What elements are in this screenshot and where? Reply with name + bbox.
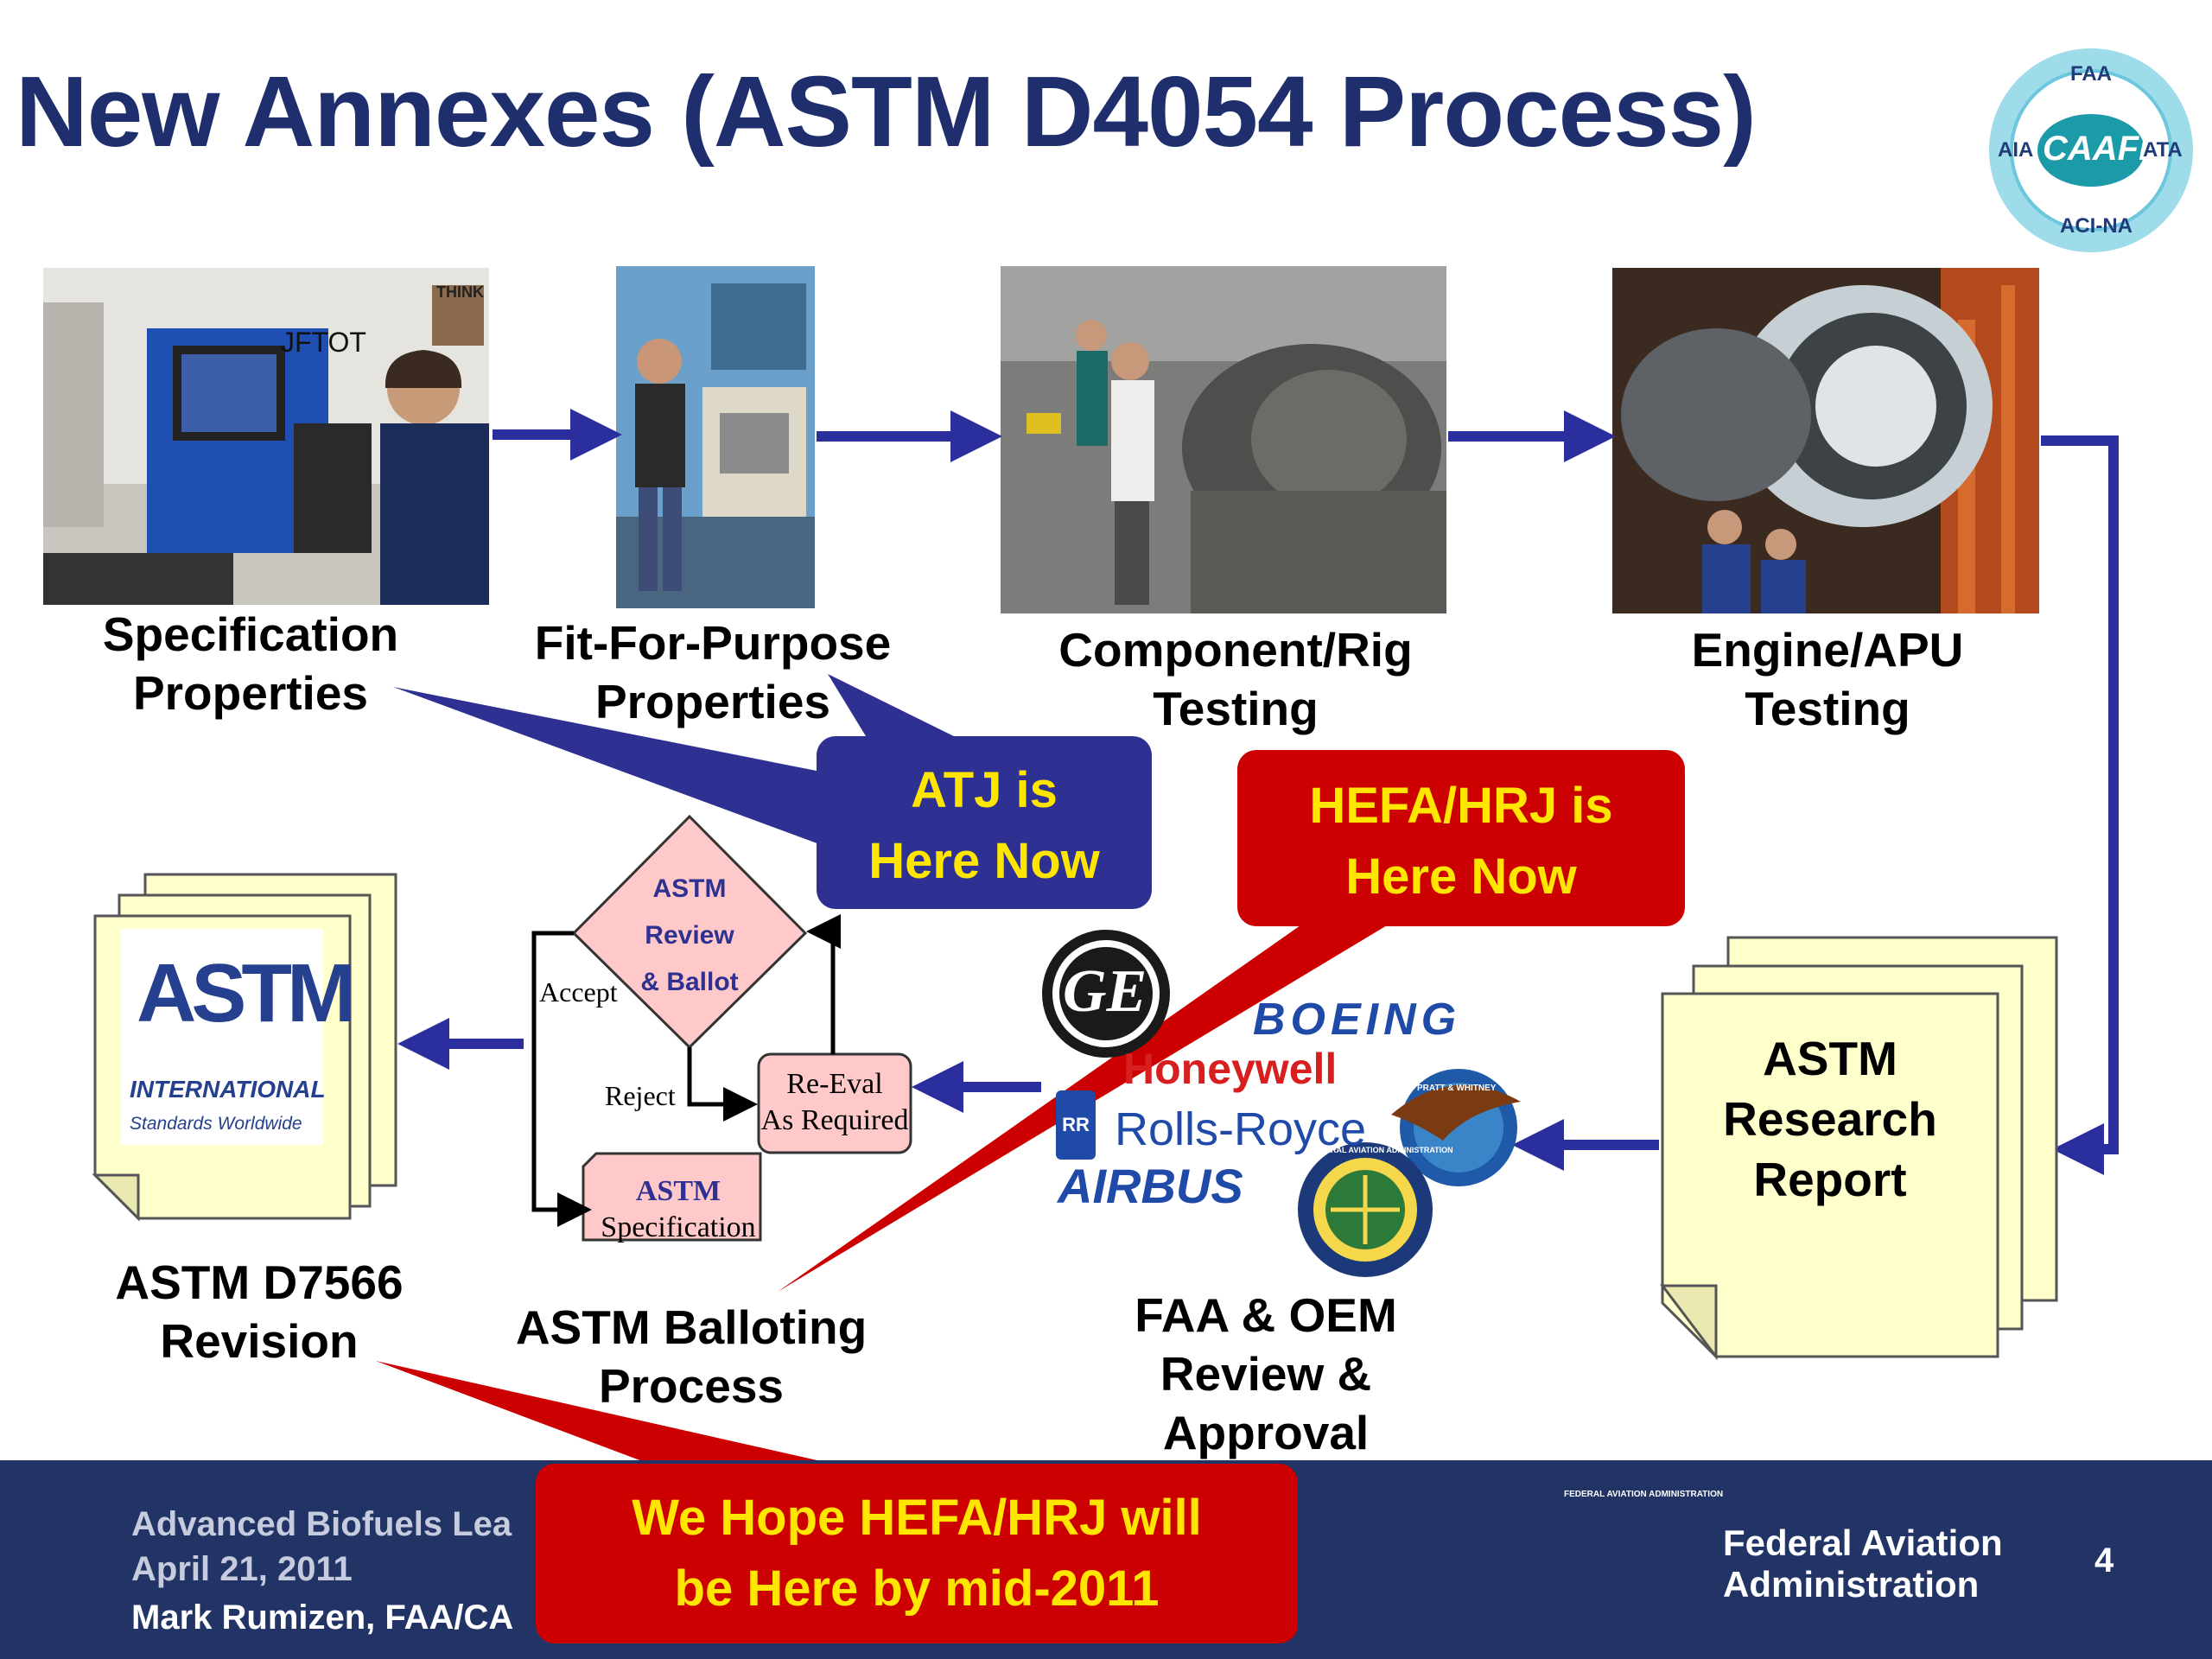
fit-for-purpose-photo xyxy=(616,266,815,608)
astm-international-logo: ASTM INTERNATIONAL Standards Worldwide xyxy=(121,929,356,1145)
caafi-right: ATA xyxy=(2143,138,2183,162)
label-component-rig: Component/Rig Testing xyxy=(1058,623,1413,735)
diamond-text: ASTM Review & Ballot xyxy=(640,874,739,996)
footer-line2: April 21, 2011 xyxy=(131,1550,353,1588)
label-engine-apu: Engine/APU Testing xyxy=(1691,623,1964,735)
footer-agency: Federal Aviation Administration xyxy=(1723,1522,2003,1605)
jftot-photo: JFTOT THINK xyxy=(43,268,489,605)
accept-label: Accept xyxy=(539,976,618,1007)
caafi-logo: FAA AIA CAAFI ATA ACI-NA xyxy=(1986,45,2196,256)
jftot-label: JFTOT xyxy=(281,327,366,358)
honeywell-logo: Honeywell xyxy=(1123,1045,1338,1093)
rolls-royce-badge: RR xyxy=(1056,1090,1096,1160)
atj-callout-tail-right xyxy=(828,674,968,747)
pratt-logo-text: PRATT & WHITNEY xyxy=(1417,1084,1497,1093)
faa-seal-mid-text: FEDERAL AVIATION ADMINISTRATION xyxy=(1310,1146,1453,1154)
label-specification-properties: Specification Properties xyxy=(102,607,399,720)
label-research-report: ASTM Research Report xyxy=(1723,1032,1937,1206)
reeval-text: Re-Eval As Required xyxy=(760,1068,909,1136)
hefa-callout-tail xyxy=(778,907,1417,1292)
atj-callout: ATJ is Here Now xyxy=(817,736,1152,909)
label-astm-balloting: ASTM Balloting Process xyxy=(515,1300,868,1413)
spec-box xyxy=(582,1152,762,1242)
ge-logo-text: GE xyxy=(1063,958,1147,1025)
caafi-center: CAAFI xyxy=(2043,130,2149,168)
footer-seal-text: FEDERAL AVIATION ADMINISTRATION xyxy=(1564,1490,1724,1499)
component-rig-photo xyxy=(1001,266,1446,613)
label-fit-for-purpose: Fit-For-Purpose Properties xyxy=(534,616,892,728)
hope-callout-tail xyxy=(376,1361,855,1486)
caafi-bottom: ACI-NA xyxy=(2060,214,2133,238)
think-sign: THINK xyxy=(436,283,484,301)
rolls-royce-logo: Rolls-Royce xyxy=(1115,1103,1367,1155)
hefa-callout: HEFA/HRJ is Here Now xyxy=(1237,750,1685,926)
astm-international-text: INTERNATIONAL xyxy=(130,1076,326,1103)
label-astm-d7566: ASTM D7566 Revision xyxy=(115,1255,404,1368)
caafi-top: FAA xyxy=(2070,62,2112,86)
reject-label: Reject xyxy=(605,1080,676,1111)
arrow-engine-to-report xyxy=(2041,435,2119,1175)
slide-title: New Annexes (ASTM D4054 Process) xyxy=(16,55,1757,168)
spec-box-text: ASTM Specification xyxy=(601,1175,756,1243)
hope-callout: We Hope HEFA/HRJ will be Here by mid-201… xyxy=(536,1464,1298,1643)
page-number: 4 xyxy=(2094,1541,2114,1580)
astm-tagline: Standards Worldwide xyxy=(130,1114,302,1134)
airbus-logo: AIRBUS xyxy=(1058,1159,1243,1213)
astm-logo-letters: ASTM xyxy=(137,947,356,1039)
label-faa-oem-review: FAA & OEM Review & Approval xyxy=(1135,1288,1397,1459)
footer-line1: Advanced Biofuels Lea xyxy=(131,1505,512,1543)
boeing-logo: BOEING xyxy=(1253,995,1462,1045)
atj-callout-tail-left xyxy=(393,687,838,851)
engine-apu-photo xyxy=(1612,268,2039,613)
caafi-left: AIA xyxy=(1998,138,2034,162)
research-report-stack xyxy=(1659,936,2058,1361)
footer-line3: Mark Rumizen, FAA/CA xyxy=(131,1599,514,1637)
